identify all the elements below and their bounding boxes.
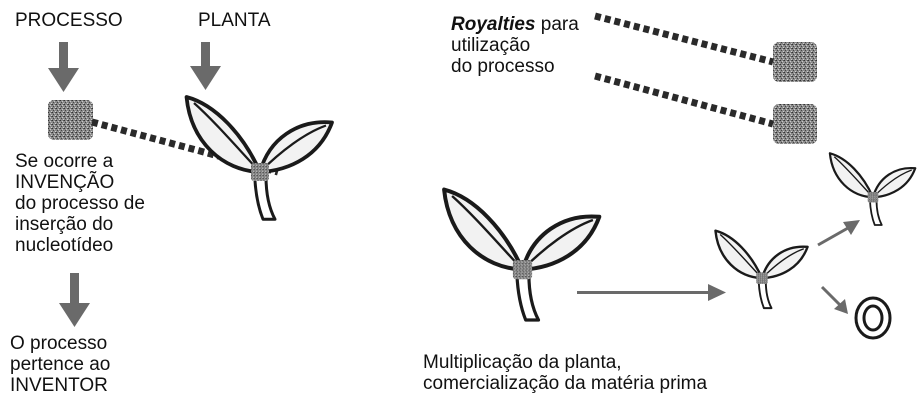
label-processo: PROCESSO (15, 10, 123, 31)
arrow-multiplication (577, 284, 726, 301)
owner-line: INVENTOR (10, 375, 108, 396)
invention-line: nucleotídeo (15, 235, 114, 256)
arrow-down-right (820, 285, 848, 314)
royalties-line: do processo (451, 56, 555, 77)
plant-main (187, 97, 333, 219)
invention-line: inserção do (15, 214, 114, 235)
label-royalties: Royalties para utilização do processo (451, 14, 579, 77)
multiplication-line: comercialização da matéria prima (423, 373, 708, 394)
royalties-line: utilização (451, 35, 531, 56)
invention-line: Se ocorre a (15, 151, 114, 172)
arrow-planta-down (190, 42, 221, 90)
plant-second (444, 190, 599, 320)
royalty-square-1 (773, 42, 817, 82)
royalty-link-2 (594, 72, 774, 128)
seed-icon (854, 296, 892, 340)
label-planta: PLANTA (198, 10, 271, 31)
royalties-first-line: Royalties para (451, 14, 579, 35)
plant-top-right (828, 151, 917, 227)
process-square (48, 100, 93, 140)
label-invention: Se ocorre a INVENÇÃO do processo de inse… (15, 151, 145, 256)
label-owner: O processo pertence ao INVENTOR (10, 333, 110, 396)
royalty-square-2 (773, 104, 817, 144)
plant-small (713, 229, 810, 310)
royalty-link-1 (594, 12, 774, 66)
arrow-processo-down (48, 42, 79, 92)
label-multiplication: Multiplicação da planta, comercialização… (423, 352, 707, 394)
royalties-emphasis: Royalties (451, 14, 536, 35)
multiplication-line: Multiplicação da planta, (423, 352, 622, 373)
owner-line: pertence ao (10, 354, 111, 375)
arrow-up-right (817, 220, 860, 247)
invention-line: INVENÇÃO (15, 172, 115, 193)
royalties-rest: para (535, 14, 579, 35)
owner-line: O processo (10, 333, 108, 354)
invention-line: do processo de (15, 193, 145, 214)
arrow-inventor-down (59, 273, 90, 327)
